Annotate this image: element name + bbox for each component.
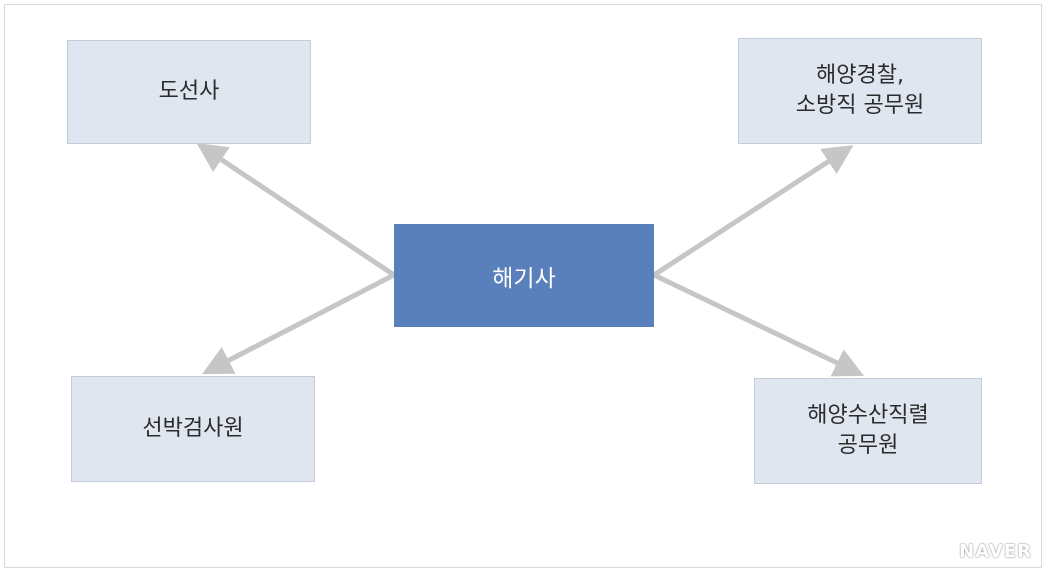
- node-dosunsa: 도선사: [67, 40, 311, 144]
- naver-watermark: NAVER: [959, 541, 1032, 562]
- node-coast-guard-fire: 해양경찰, 소방직 공무원: [738, 38, 982, 144]
- arrow-to-seonbak: [202, 272, 396, 375]
- arrow-to-haegyeong: [652, 145, 854, 278]
- node-ship-inspector: 선박검사원: [71, 376, 315, 482]
- node-marine-fisheries-official: 해양수산직렬 공무원: [754, 378, 982, 484]
- arrow-to-dosunsa: [196, 142, 396, 278]
- node-dosunsa-line-1: 도선사: [158, 79, 220, 105]
- node-ship-inspector-line-1: 선박검사원: [142, 416, 244, 442]
- center-node-label: 해기사: [492, 265, 556, 292]
- arrow-to-suisan: [652, 272, 865, 377]
- node-marine-fisheries-official-line-2: 공무원: [837, 433, 899, 458]
- center-node: 해기사: [394, 224, 654, 327]
- node-coast-guard-fire-line-2: 소방직 공무원: [795, 93, 925, 118]
- node-marine-fisheries-official-line-1: 해양수산직렬: [807, 403, 929, 429]
- node-coast-guard-fire-line-1: 해양경찰,: [816, 63, 904, 89]
